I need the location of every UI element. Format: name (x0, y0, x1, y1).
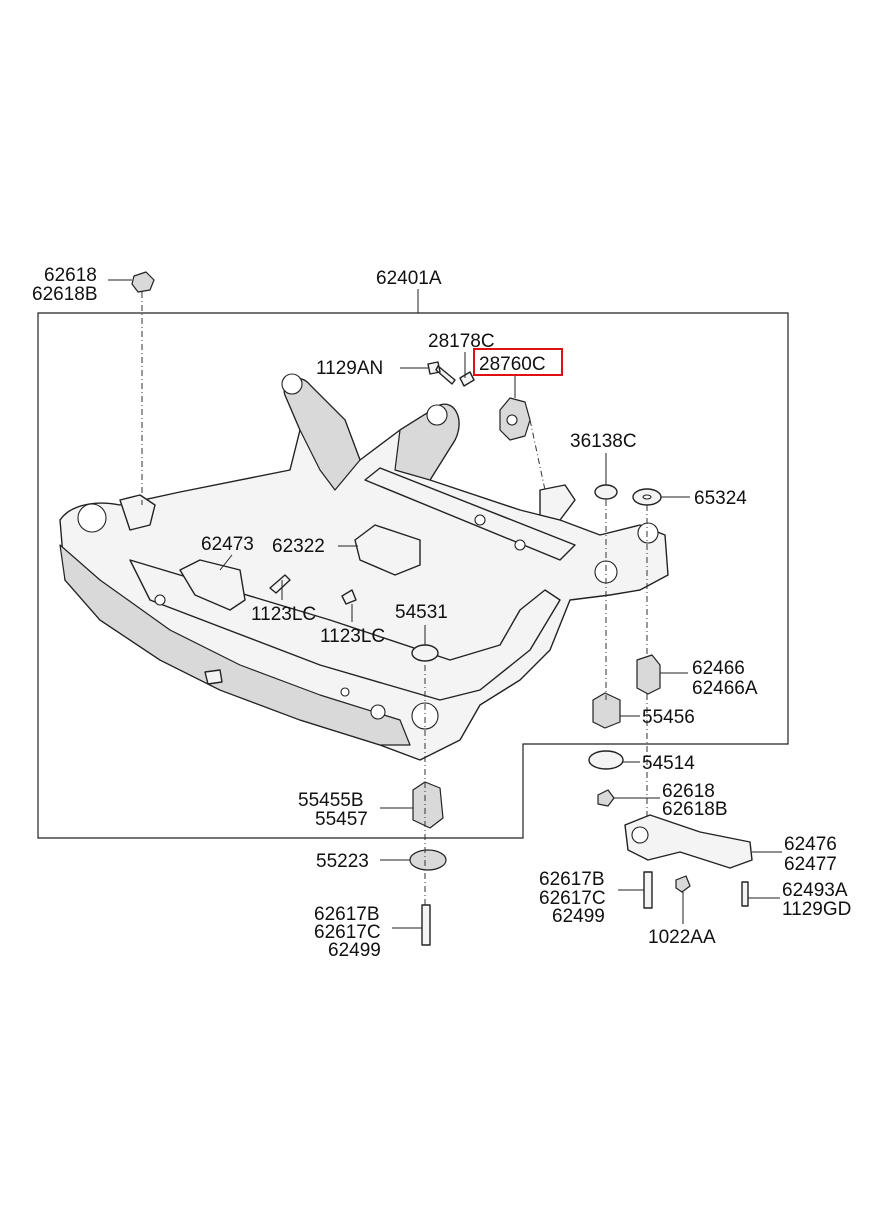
highlight-box-28760c (473, 348, 563, 376)
label-62617b-right: 62617B (539, 869, 605, 890)
label-1022aa: 1022AA (648, 927, 716, 948)
bolt-icon-62493a (741, 881, 749, 907)
label-54514: 54514 (642, 753, 695, 774)
label-62477: 62477 (784, 854, 837, 875)
part-shapes (131, 271, 753, 946)
bracket-icon-62322 (354, 524, 421, 576)
label-62466: 62466 (692, 658, 745, 679)
washer-icon-36138c (594, 484, 618, 500)
bushing-icon-62466 (636, 654, 661, 695)
washer-icon-54531 (411, 644, 439, 662)
bolt-icon-62617b-left (421, 904, 431, 946)
center-lines (141, 292, 648, 905)
bolt-icon-62617b-right (643, 871, 653, 909)
nut-icon-1022aa (675, 875, 691, 893)
bolt-icon-1129an (427, 361, 456, 385)
label-62618-right: 62618 (662, 781, 715, 802)
bolt-icon-1123lc-left (269, 574, 291, 594)
label-62493a: 62493A (782, 880, 848, 901)
leader-lines (108, 279, 782, 929)
label-62401a: 62401A (376, 268, 442, 289)
bolt-icon-1123lc-mid (341, 589, 357, 605)
label-28178c: 28178C (428, 331, 495, 352)
label-55455b: 55455B (298, 790, 364, 811)
label-62618-top: 62618 (44, 265, 97, 286)
label-62618b-top: 62618B (32, 284, 98, 305)
bushing-icon-55455b (412, 781, 444, 829)
label-62499-right: 62499 (552, 906, 605, 927)
washer-icon-55223 (409, 849, 447, 871)
label-62322: 62322 (272, 536, 325, 557)
assembly-frame (37, 312, 789, 839)
label-28760c: 28760C (479, 354, 546, 375)
label-55223: 55223 (316, 851, 369, 872)
label-1129an: 1129AN (316, 358, 383, 379)
label-65324: 65324 (694, 488, 747, 509)
label-1129gd: 1129GD (782, 899, 851, 920)
label-36138c: 36138C (570, 431, 637, 452)
nut-icon-62618-right (597, 789, 615, 807)
label-62466a: 62466A (692, 678, 758, 699)
label-54531: 54531 (395, 602, 448, 623)
label-62617b-left: 62617B (314, 904, 380, 925)
label-62473: 62473 (201, 534, 254, 555)
label-62476: 62476 (784, 834, 837, 855)
label-55457: 55457 (315, 809, 368, 830)
label-55456: 55456 (642, 707, 695, 728)
bushing-icon-55456 (592, 692, 621, 729)
label-62617c-left: 62617C (314, 922, 381, 943)
bracket-icon-62473 (179, 559, 246, 611)
label-1123lc-mid: 1123LC (320, 626, 385, 647)
part-labels: 62618 62618B 62401A 28178C 1129AN 28760C… (32, 265, 851, 961)
label-62499-left: 62499 (328, 940, 381, 961)
nut-icon-62618-top (131, 271, 155, 293)
pin-icon-28178c (459, 371, 475, 387)
label-62618b-right: 62618B (662, 799, 728, 820)
label-1123lc-left: 1123LC (251, 604, 316, 625)
link-icon-62476 (624, 814, 753, 869)
washer-icon-54514 (588, 750, 624, 770)
label-62617c-right: 62617C (539, 888, 606, 909)
